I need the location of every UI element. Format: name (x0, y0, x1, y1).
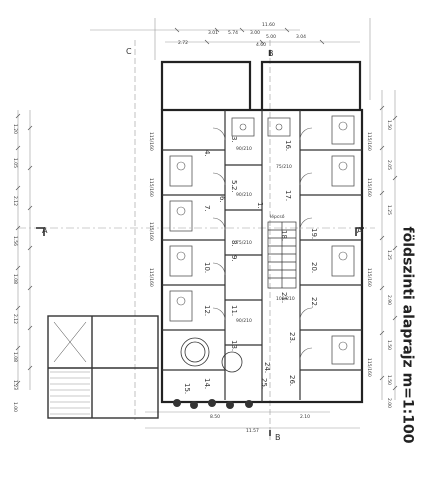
dimension-label-top: 4.60 (256, 42, 266, 48)
dimension-label-left: 2.12 (12, 314, 18, 324)
dimension-label-top: 5.74 (228, 30, 238, 36)
room-label: 7. (203, 205, 211, 212)
stair-label: lépcső (270, 213, 285, 220)
room-label: 5. (230, 180, 238, 187)
dimension-label-right: 1.50 (386, 375, 392, 385)
room-label: 9. (230, 255, 238, 262)
room-label: 1. (256, 202, 264, 209)
staircase (267, 221, 297, 289)
door-label: 75/210 (276, 164, 292, 170)
room-label: 6. (218, 196, 226, 203)
room-label: 24. (263, 362, 271, 373)
section-label-b-top: B (268, 49, 274, 58)
window-label: 115/160 (366, 132, 372, 151)
dimension-label-top: 3.04 (296, 34, 306, 40)
section-label-a-left: A (42, 226, 48, 235)
room-label: 20. (310, 262, 318, 273)
dimension-label-right: 1.25 (386, 250, 392, 260)
shrubs (173, 399, 253, 409)
window-label: 115/160 (148, 268, 154, 287)
room-label: 2. (230, 186, 238, 193)
room-label: 16. (284, 140, 292, 151)
section-markers (36, 50, 364, 436)
bathroom-partitions (169, 115, 355, 365)
room-label: 26. (288, 375, 296, 386)
dimension-label-top: 2.72 (178, 40, 188, 46)
dimension-label-right: 1.50 (386, 120, 392, 130)
drawing-title: földszinti alaprajz m=1:100 (391, 227, 423, 444)
section-label-c-top: C (126, 47, 132, 56)
door-swings (212, 127, 313, 361)
dimension-label-right: 2.90 (386, 295, 392, 305)
room-label: 22. (310, 297, 318, 308)
room-label: 15. (183, 383, 191, 394)
dimension-label-left: 1.56 (12, 236, 18, 246)
room-labels: 1. 2. 3. 4. 5. 6. 7. 8. 9. 10. 11. 12. 13. 14. 15. 16. 1… (183, 136, 318, 394)
door-label: 90/210 (236, 192, 252, 198)
construction-lines (17, 18, 396, 440)
room-label: 14. (203, 378, 211, 389)
room-label: 23. (288, 332, 296, 343)
room-label: 21. (280, 292, 288, 303)
section-label-b-bottom: B (275, 433, 281, 442)
annex-hatch (50, 371, 90, 415)
dimension-label-bottom: 11.57 (246, 428, 259, 434)
window-label: 115/160 (148, 222, 154, 241)
window-label: 115/160 (148, 178, 154, 197)
window-label: 115/160 (366, 358, 372, 377)
room-label: 18. (280, 230, 288, 241)
dimension-label-right: 2.00 (386, 398, 392, 408)
sanitary-fixtures (176, 121, 348, 351)
dimension-label-left: 1.08 (12, 274, 18, 284)
dimension-label-left: 1.08 (12, 352, 18, 362)
window-label: 115/160 (366, 268, 372, 287)
window-label: 115/160 (366, 178, 372, 197)
room-label: 25. (260, 378, 268, 389)
room-label: 19. (310, 228, 318, 239)
interior-walls (162, 110, 362, 402)
dimension-label-top: 11.60 (262, 22, 275, 28)
dimension-label-left: 1.23 (12, 380, 18, 390)
door-label: 90/210 (236, 146, 252, 152)
room-label: 11. (230, 305, 238, 316)
dimension-label-bottom: 2.10 (300, 414, 310, 420)
room-label: 13. (230, 340, 238, 351)
room-label: 3. (230, 136, 238, 143)
dimension-label-top: 5.00 (266, 34, 276, 40)
window-label: 115/160 (148, 132, 154, 151)
dimension-label-left: 1.05 (12, 158, 18, 168)
door-label: 90/210 (236, 318, 252, 324)
room-label: 10. (203, 262, 211, 273)
drawing-title-text: földszinti alaprajz m=1:100 (399, 226, 416, 444)
door-label: 100/210 (276, 296, 295, 302)
room-label: 17. (284, 190, 292, 201)
dimension-label-right: 1.25 (386, 205, 392, 215)
dimension-label-left: 1.00 (12, 402, 18, 412)
room-label: 12. (203, 305, 211, 316)
section-label-a-right: A (357, 226, 363, 235)
dimension-label-left: 2.12 (12, 196, 18, 206)
room-label: 4. (203, 150, 211, 157)
round-features (180, 337, 243, 373)
room-label: 8. (230, 240, 238, 247)
dimension-label-top: 3.01 (208, 30, 218, 36)
dimension-labels: 11.60 2.72 3.01 5.74 3.00 5.00 3.04 4.60 1.20 1.0… (12, 22, 392, 434)
dimension-label-right: 1.50 (386, 340, 392, 350)
dimension-label-right: 2.05 (386, 160, 392, 170)
dimension-label-top: 3.00 (250, 30, 260, 36)
dimension-label-left: 1.20 (12, 124, 18, 134)
door-label: 75/210 (236, 240, 252, 246)
dimension-label-bottom: 8.50 (210, 414, 220, 420)
left-annex (47, 315, 159, 419)
dimension-ticks (15, 27, 398, 391)
